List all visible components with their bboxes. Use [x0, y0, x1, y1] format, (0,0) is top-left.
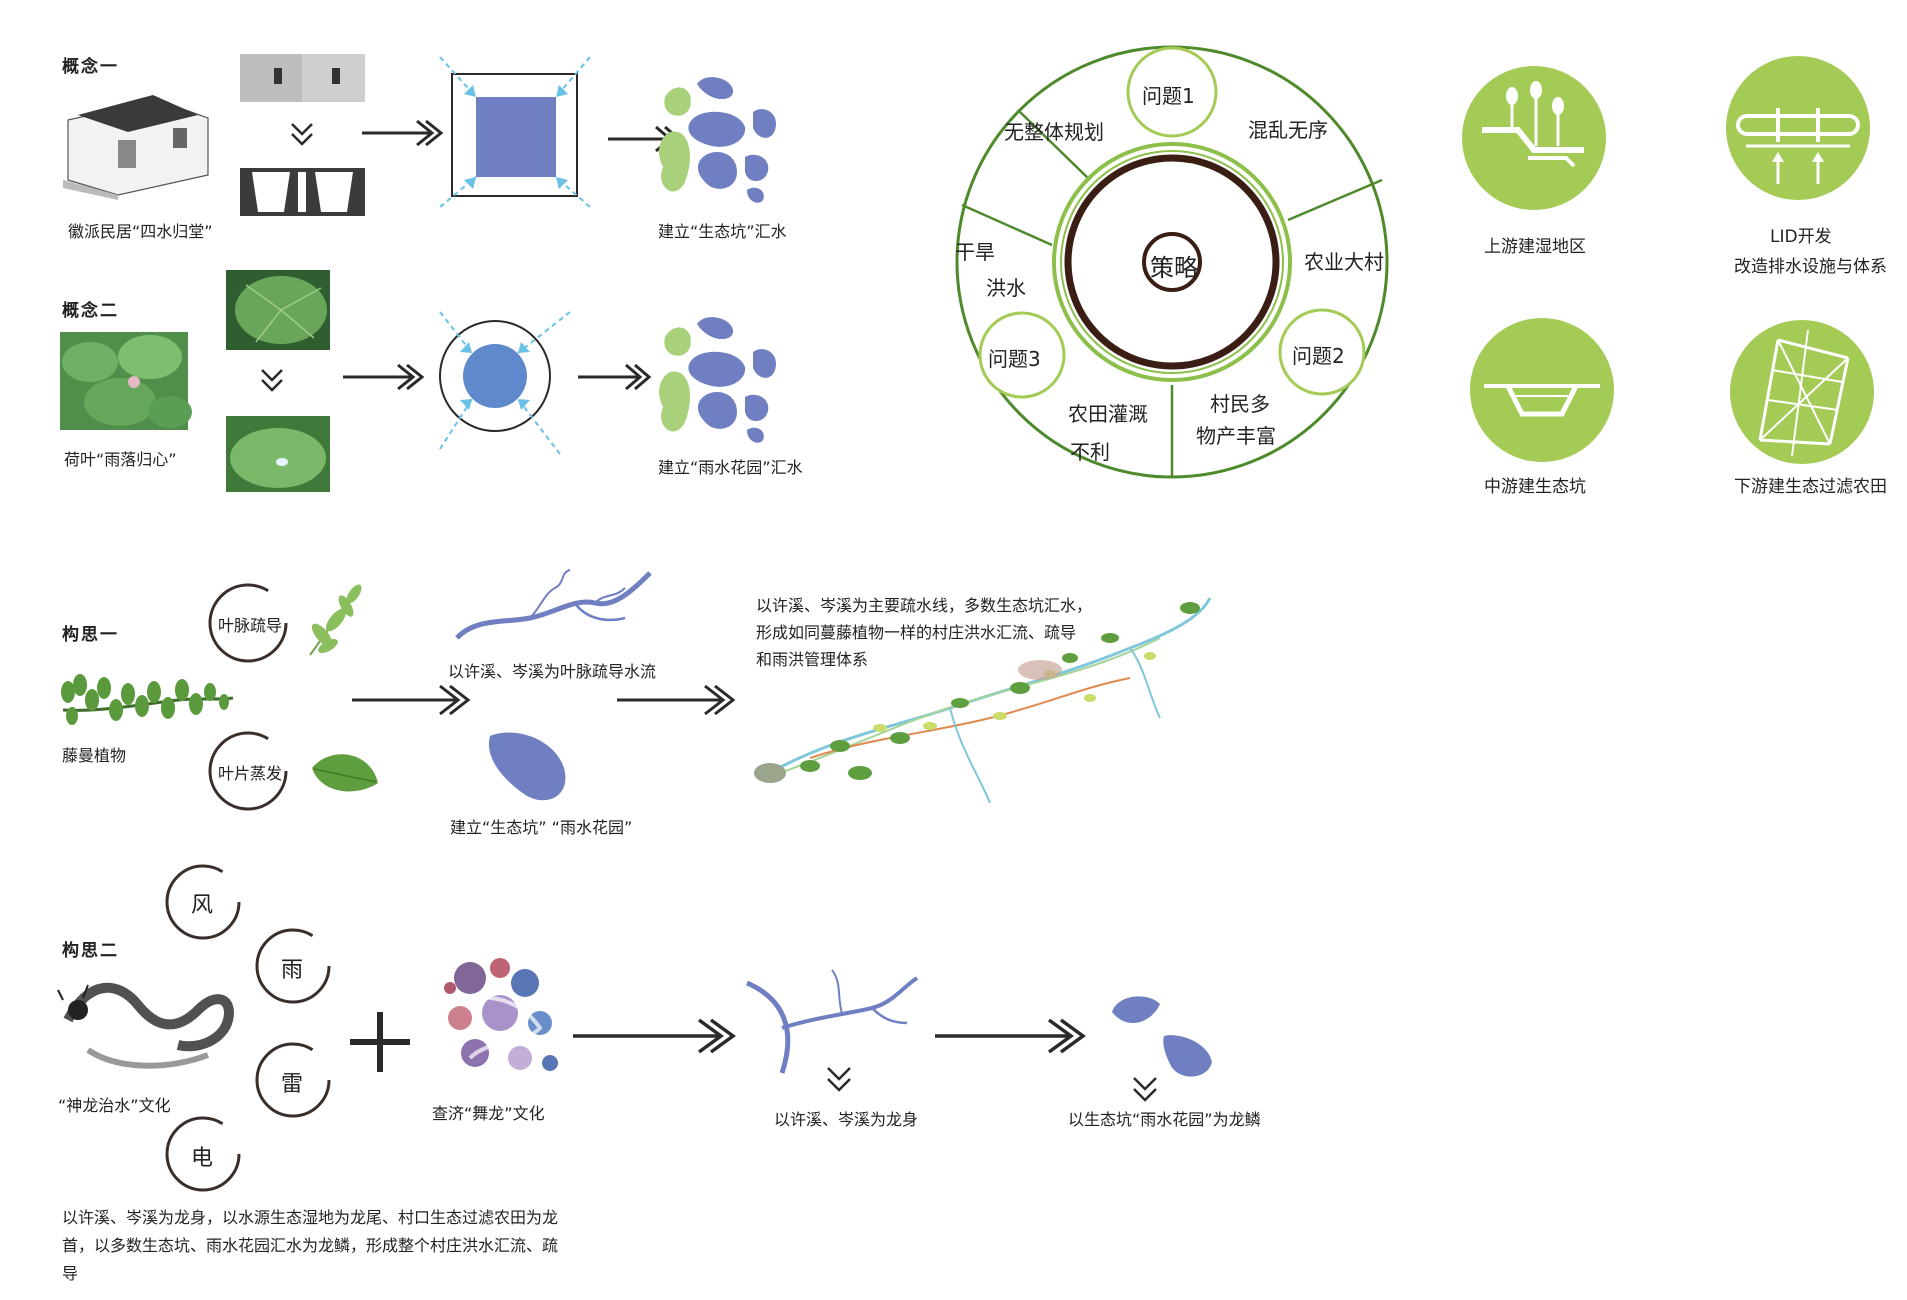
double-arrow-icon: [578, 363, 652, 391]
upstream-caption: 上游建湿地区: [1484, 237, 1586, 257]
rich-products-label: 物产丰富: [1196, 424, 1276, 448]
lotus-leaf-water-photo: [226, 416, 330, 492]
stream-vein-illustration: [455, 569, 652, 640]
blue-petal-illustration: [488, 732, 566, 801]
midstream-pit-icon: [1470, 318, 1614, 462]
build-pits-caption: 建立“生态坑” “雨水花园”: [450, 818, 633, 837]
idea-one-title: 构思一: [62, 625, 119, 645]
agri-village-label: 农业大村: [1304, 250, 1384, 274]
wind-ring: [165, 864, 241, 940]
idea-two-paragraph-3: 导: [62, 1264, 79, 1283]
vine-water-system-illustration: [754, 597, 1212, 804]
wind-label: 风: [191, 893, 214, 918]
arrow-down-icon: [1133, 1077, 1157, 1102]
double-arrow-icon: [573, 1018, 736, 1054]
irrigation-label-2: 不利: [1070, 440, 1110, 464]
dragon-dance-painting: [444, 958, 558, 1071]
lotus-pond-photo: [60, 332, 192, 430]
thunder-label: 雷: [281, 1072, 304, 1097]
dragon-scales-ponds-illustration: [1112, 996, 1212, 1077]
courtyard-section-icon: [240, 168, 365, 216]
leaf-evap-ring: [208, 731, 288, 811]
concept-two-title: 概念二: [62, 301, 119, 321]
villagers-many-label: 村民多: [1210, 392, 1270, 416]
ink-dragon-illustration: [57, 982, 234, 1069]
idea-two-paragraph-1: 以许溪、岑溪为龙身，以水源生态湿地为龙尾、村口生态过滤农田为龙: [62, 1208, 559, 1227]
problem-2-label: 问题2: [1292, 344, 1345, 368]
double-arrow-icon: [617, 684, 736, 716]
vein-guide-label: 叶脉疏导: [218, 616, 283, 635]
double-arrow-icon: [343, 363, 425, 391]
lightning-label: 电: [191, 1146, 214, 1171]
irrigation-label-1: 农田灌溉: [1068, 402, 1148, 426]
leaf-sprig-illustration: [309, 584, 362, 656]
no-plan-label: 无整体规划: [1004, 120, 1104, 144]
streams-body-caption: 以许溪、岑溪为龙身: [774, 1110, 919, 1129]
wall-photo: [240, 54, 365, 102]
arrow-down-icon: [291, 123, 313, 146]
idea-one-desc-3: 和雨洪管理体系: [756, 650, 869, 669]
lid-caption-1: LID开发: [1770, 227, 1832, 247]
problem-1-label: 问题1: [1142, 84, 1195, 108]
hui-house-illustration: [63, 95, 209, 200]
scales-caption: 以生态坑“雨水花园”为龙鳞: [1068, 1110, 1261, 1129]
flood-label: 洪水: [986, 276, 1026, 300]
dragon-body-streams-illustration: [745, 969, 919, 1074]
idea-one-desc-2: 形成如同蔓藤植物一样的村庄洪水汇流、疏导: [756, 623, 1077, 642]
problem-3-label: 问题3: [988, 347, 1041, 371]
drought-label: 干旱: [955, 240, 995, 264]
idea-two-paragraph-2: 首，以多数生态坑、雨水花园汇水为龙鳞，形成整个村庄洪水汇流、疏: [62, 1236, 559, 1255]
vine-caption: 藤曼植物: [62, 746, 127, 765]
upstream-wetland-icon: [1462, 66, 1606, 210]
circle-catchment-diagram: [439, 311, 571, 455]
plus-icon: [350, 1012, 410, 1072]
vein-guide-ring: [208, 583, 288, 663]
rain-label: 雨: [281, 958, 304, 983]
downstream-caption: 下游建生态过滤农田: [1734, 477, 1887, 497]
rain-ring: [255, 928, 331, 1004]
idea-two-title: 构思二: [62, 941, 119, 961]
strategy-wheel: [955, 45, 1389, 479]
double-arrow-icon: [362, 119, 444, 147]
lid-drainage-icon: [1726, 56, 1870, 200]
vine-plant-illustration: [61, 674, 234, 725]
dance-culture-caption: 查济“舞龙”文化: [432, 1104, 545, 1123]
arrow-down-icon: [261, 369, 283, 392]
leaf-evap-label: 叶片蒸发: [218, 764, 283, 783]
eco-pit-ponds-illustration: [659, 77, 776, 203]
square-catchment-diagram: [439, 56, 591, 208]
arrow-down-icon: [827, 1067, 851, 1092]
thunder-ring: [255, 1042, 331, 1118]
streams-vein-caption: 以许溪、岑溪为叶脉疏导水流: [448, 662, 657, 681]
eco-pit-caption: 建立“生态坑”汇水: [658, 222, 787, 241]
rain-garden-caption: 建立“雨水花园”汇水: [658, 458, 803, 477]
lotus-caption: 荷叶“雨落归心”: [64, 450, 177, 469]
strategy-center-label: 策略: [1150, 254, 1198, 282]
single-leaf-illustration: [312, 754, 378, 792]
midstream-caption: 中游建生态坑: [1484, 477, 1586, 497]
lotus-leaf-photo: [226, 270, 330, 350]
chaos-label: 混乱无序: [1248, 118, 1328, 142]
concept-one-title: 概念一: [62, 57, 119, 77]
lid-caption-2: 改造排水设施与体系: [1734, 257, 1887, 277]
house-caption: 徽派民居“四水归堂”: [68, 222, 213, 241]
lightning-ring: [165, 1116, 241, 1192]
rain-garden-ponds-illustration: [659, 317, 776, 443]
downstream-filter-field-icon: [1730, 320, 1874, 464]
double-arrow-icon: [352, 684, 471, 716]
idea-one-desc-1: 以许溪、岑溪为主要疏水线，多数生态坑汇水，: [756, 596, 1093, 615]
dragon-culture-caption: “神龙治水”文化: [58, 1096, 171, 1115]
double-arrow-icon: [935, 1018, 1086, 1054]
